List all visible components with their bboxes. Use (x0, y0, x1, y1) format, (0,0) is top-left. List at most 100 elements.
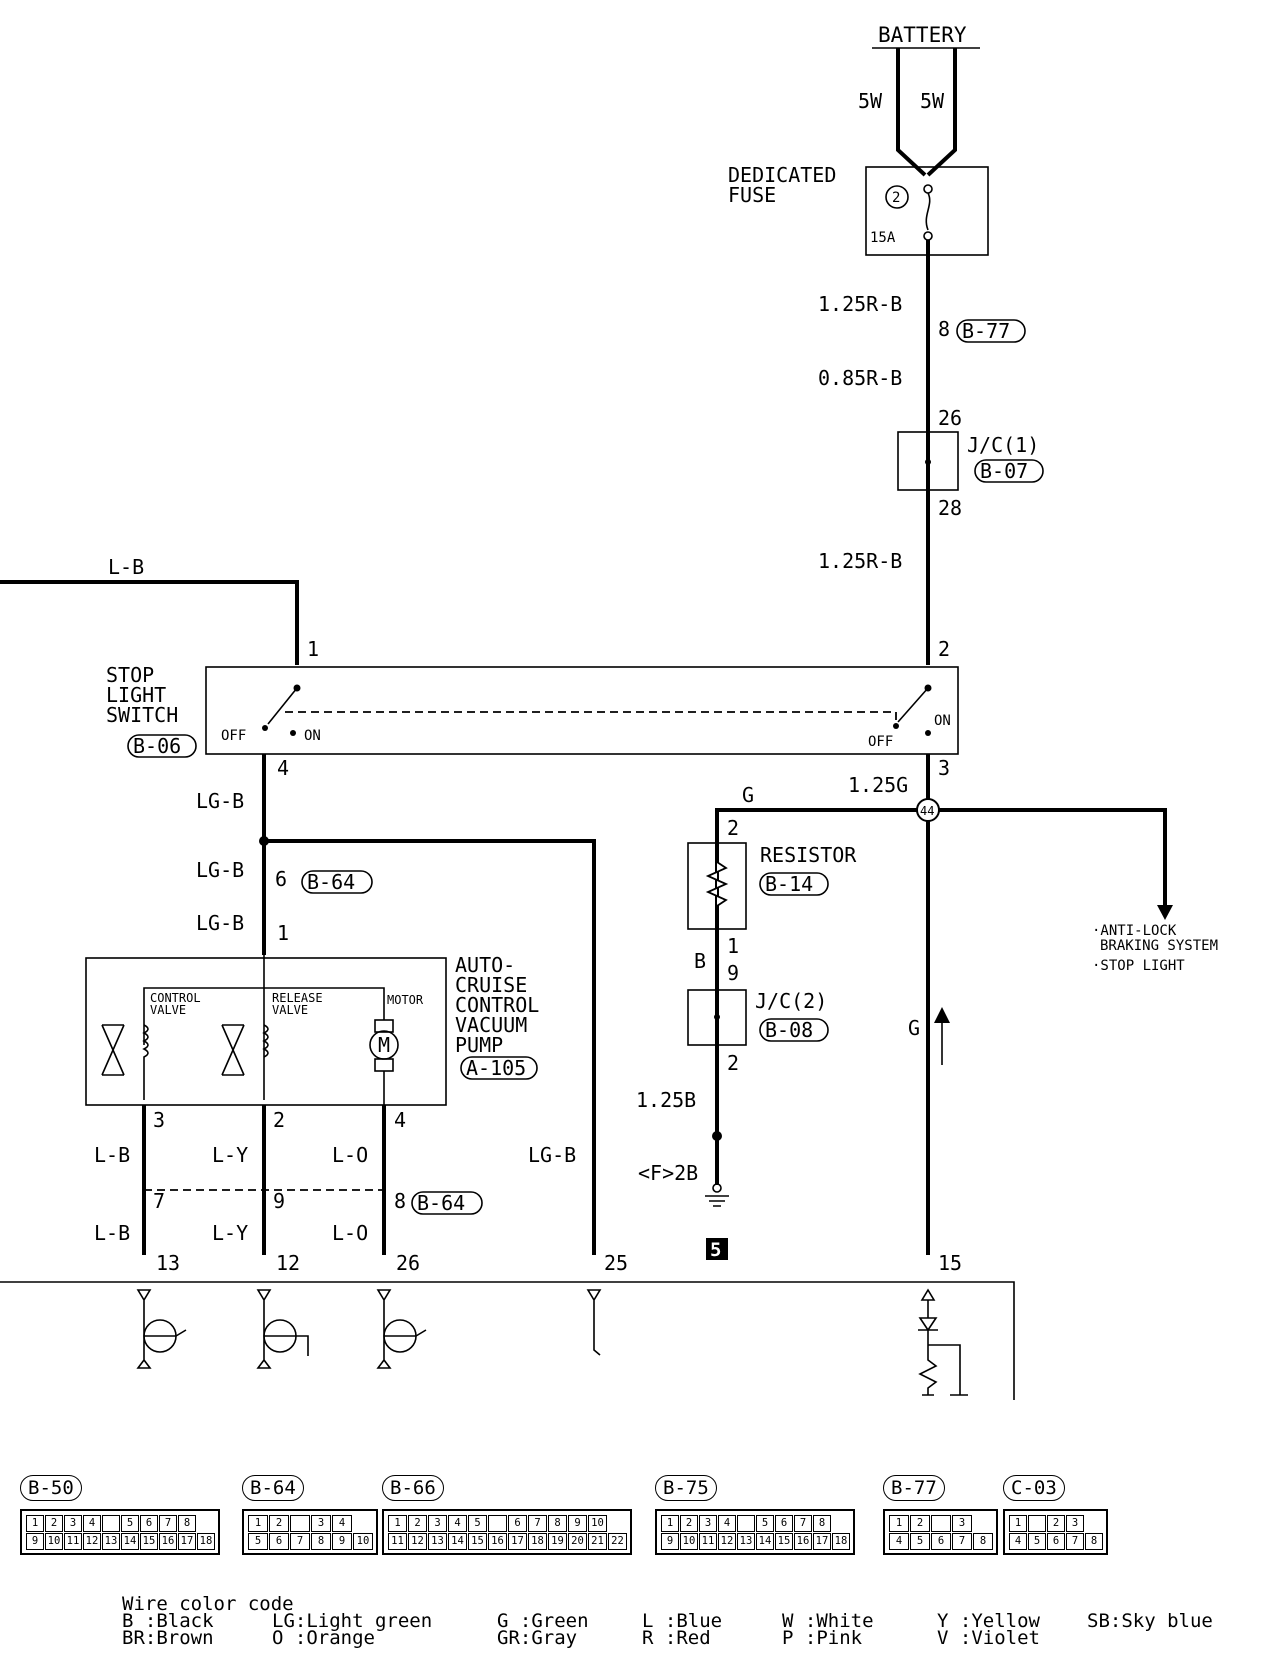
connector-pin: 4 (332, 1515, 352, 1532)
connector-pin: 1 (26, 1515, 44, 1532)
connector-key (931, 1515, 951, 1532)
wire-label-w1: 1.25R-B (818, 292, 902, 316)
ecu-transistor-12-leads (256, 1318, 309, 1369)
wire-label-lo-a: L-O (332, 1143, 368, 1167)
pump-label-3: CONTROL (455, 993, 539, 1017)
connector-pin: 6 (508, 1515, 527, 1532)
tag-b07 (974, 459, 1044, 483)
connector-id: B-75 (655, 1475, 717, 1501)
fuse-rating: 15A (870, 230, 896, 246)
connector-pin: 7 (159, 1515, 177, 1532)
connector-pin: 21 (588, 1533, 607, 1550)
connector-key (1028, 1515, 1046, 1532)
connector-key (737, 1515, 755, 1532)
connector-pin: 12 (83, 1533, 101, 1550)
abs-arrow (1157, 905, 1173, 920)
battery-wire-right-label: 5W (920, 89, 945, 113)
switch-right-blade (897, 687, 929, 723)
jc1-node (925, 459, 931, 465)
release-valve-symbol (221, 1024, 245, 1076)
connector-pin: 9 (26, 1533, 44, 1550)
ecu-input-12 (256, 1289, 272, 1318)
connector-pin: 1 (1009, 1515, 1027, 1532)
jc1-box (897, 431, 959, 491)
connector-pin: 5 (1028, 1533, 1046, 1550)
connector-id: B-77 (883, 1475, 945, 1501)
connector-pin: 11 (64, 1533, 82, 1550)
tag-b06-text: B-06 (133, 734, 181, 758)
ecu-input-26 (376, 1289, 392, 1318)
switch-right-on-contact (925, 730, 931, 736)
connector-pin: 15 (468, 1533, 487, 1550)
connector-pin: 18 (832, 1533, 850, 1550)
pump-label-1: AUTO- (455, 953, 515, 977)
legend-col-1: B :Black BR:Brown (122, 1610, 214, 1649)
tag-b14 (759, 872, 829, 896)
connector-pin: 20 (568, 1533, 587, 1550)
wire-label-lgb-2: LG-B (196, 858, 244, 882)
connector-pin: 18 (197, 1533, 215, 1550)
connector-pin: 18 (528, 1533, 547, 1550)
wire-label-lgb-1: LG-B (196, 789, 244, 813)
connector-pin: 7 (794, 1515, 812, 1532)
connector-pin: 2 (45, 1515, 63, 1532)
pin-sw-4: 4 (277, 756, 289, 780)
release-valve-coil (262, 1024, 269, 1058)
tag-b07-text: B-07 (980, 459, 1028, 483)
connector-pin: 8 (548, 1515, 567, 1532)
connector-pin: 16 (159, 1533, 177, 1550)
connector-pin: 8 (813, 1515, 831, 1532)
ecu-box (0, 1281, 1015, 1400)
pin-pump-1: 1 (277, 921, 289, 945)
fuse-label-2: FUSE (728, 183, 776, 207)
switch-mechanical-link (285, 711, 897, 725)
pin-res-2: 2 (727, 816, 739, 840)
connector-pin: 11 (388, 1533, 407, 1550)
connector-key (102, 1515, 120, 1532)
fuse-terminal-top (923, 184, 933, 194)
connector-pin: 1 (388, 1515, 407, 1532)
ground-symbol (705, 1195, 729, 1207)
connector-pin: 8 (311, 1533, 331, 1550)
connector-pin: 5 (248, 1533, 268, 1550)
connector-id: B-66 (382, 1475, 444, 1501)
switch-label-3: SWITCH (106, 703, 178, 727)
pump-label-5: PUMP (455, 1033, 503, 1057)
tag-b64-b (411, 1191, 483, 1215)
pin-ecu-15: 15 (938, 1251, 962, 1275)
wiring-diagram: BATTERY 5W 5W DEDICATED FUSE 2 15A 1.25R… (0, 23, 1218, 1400)
control-valve-coil (142, 1024, 149, 1100)
connector-pin: 10 (680, 1533, 698, 1550)
connector-pin: 4 (83, 1515, 101, 1532)
connector-pin: 2 (680, 1515, 698, 1532)
abs-label-1: ·ANTI-LOCK (1092, 923, 1177, 939)
battery-wire-left-label: 5W (858, 89, 883, 113)
connector-pin: 5 (121, 1515, 139, 1532)
pin-jc1-out: 28 (938, 496, 962, 520)
switch-right-on: ON (934, 713, 951, 729)
connector-pin: 4 (1009, 1533, 1027, 1550)
motor-letter: M (378, 1033, 390, 1057)
connector-pin: 12 (718, 1533, 736, 1550)
connector-key (488, 1515, 507, 1532)
ground-terminal (712, 1183, 722, 1193)
pin-sw-3: 3 (938, 756, 950, 780)
connector-pin: 16 (488, 1533, 507, 1550)
pin-sw-1: 1 (307, 637, 319, 661)
connector-pin: 6 (775, 1515, 793, 1532)
wire-label-g-125: 1.25G (848, 773, 908, 797)
connector-pin: 14 (121, 1533, 139, 1550)
connector-pin: 5 (910, 1533, 930, 1550)
connector-pin: 13 (737, 1533, 755, 1550)
control-valve-label-2: VALVE (150, 1003, 186, 1017)
connector-pin: 1 (248, 1515, 268, 1532)
motor-label: MOTOR (387, 993, 424, 1007)
